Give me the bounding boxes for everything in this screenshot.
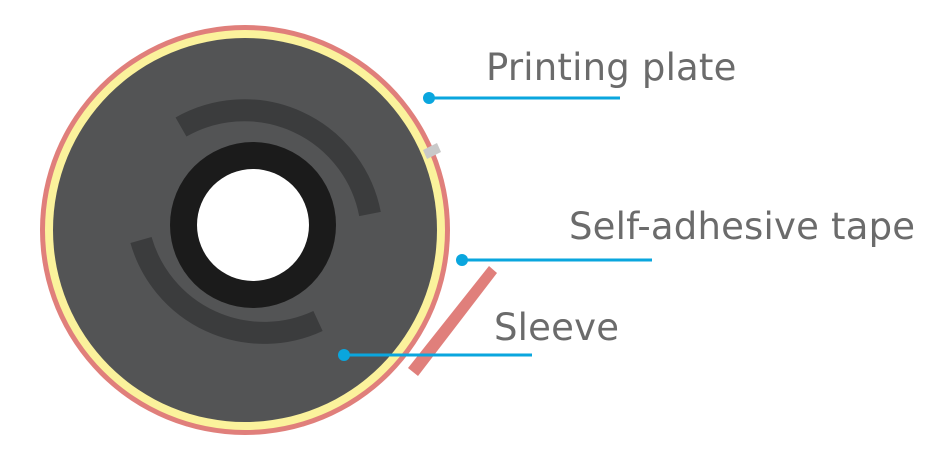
leader-self-adhesive-tape xyxy=(456,254,652,266)
label-self-adhesive-tape: Self-adhesive tape xyxy=(569,205,916,248)
plate-seam-mark xyxy=(423,143,441,159)
plate-notch xyxy=(38,290,45,294)
label-printing-plate: Printing plate xyxy=(486,46,737,89)
leader-dot-icon xyxy=(456,254,468,266)
printing-plate-tail xyxy=(408,266,497,376)
leader-printing-plate xyxy=(423,92,620,104)
sleeve-arc-upper xyxy=(175,99,381,217)
sleeve-arc-lower xyxy=(130,236,323,344)
leader-dot-icon xyxy=(338,349,350,361)
plate-notch xyxy=(126,408,130,415)
label-sleeve: Sleeve xyxy=(494,306,620,349)
plate-notch xyxy=(38,180,45,184)
leader-sleeve xyxy=(338,349,532,361)
sleeve-bore xyxy=(197,169,309,281)
plate-notch xyxy=(170,426,174,433)
leader-dot-icon xyxy=(423,92,435,104)
